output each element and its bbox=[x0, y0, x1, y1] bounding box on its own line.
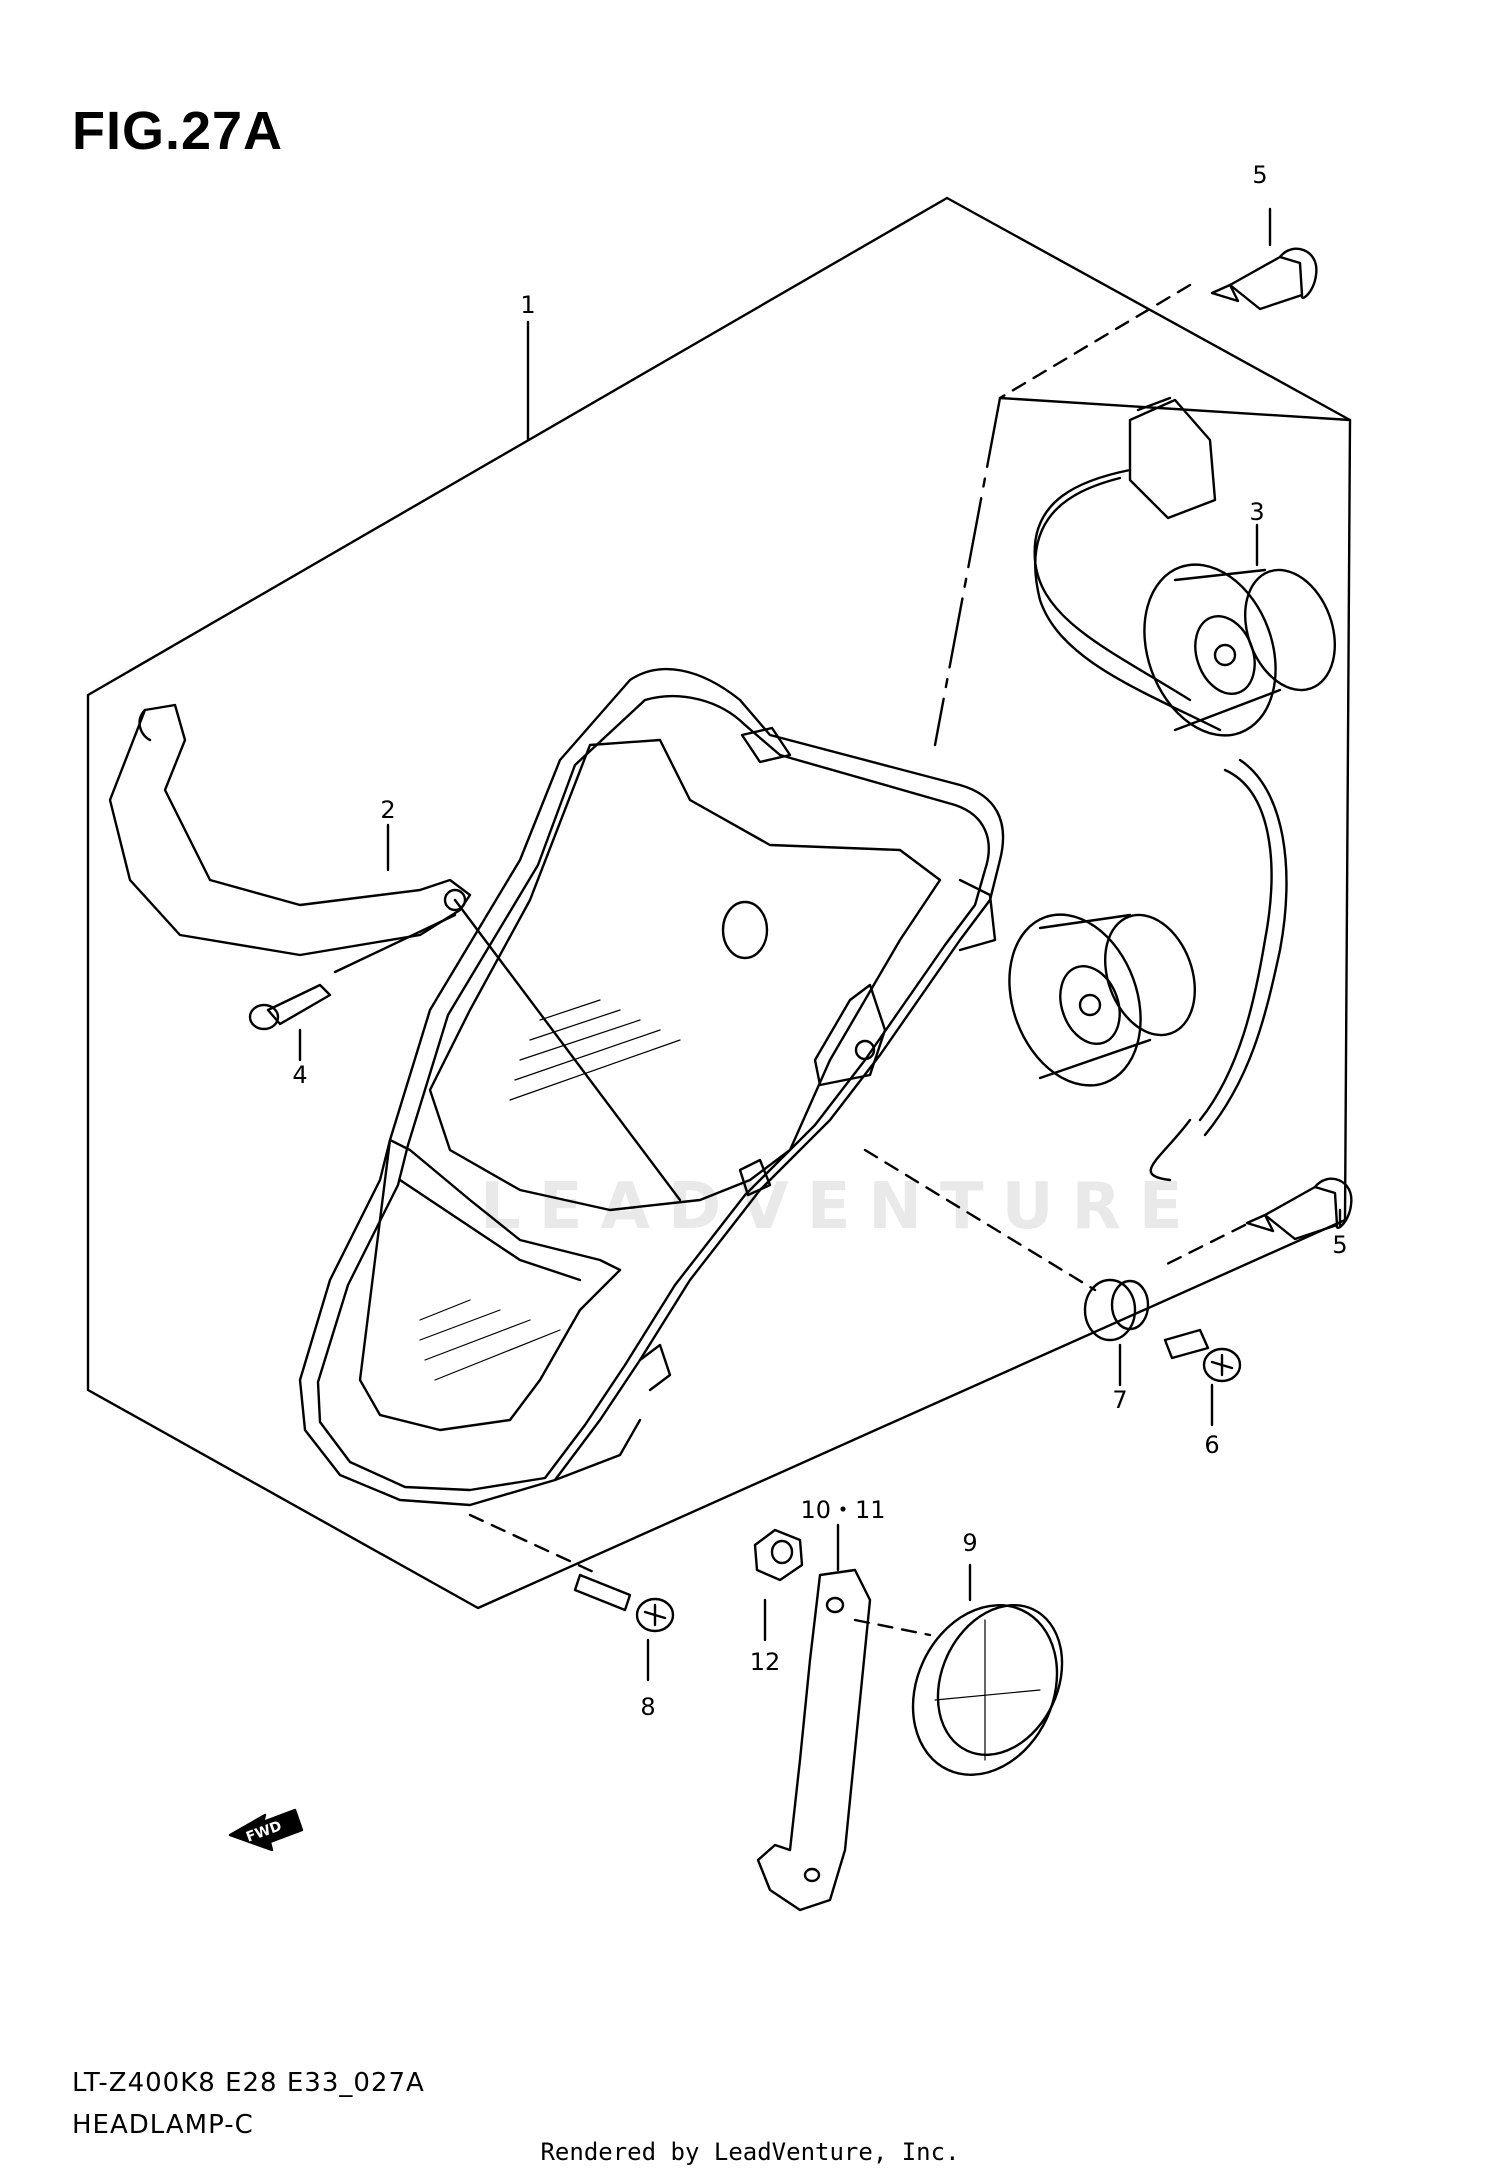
render-credit: Rendered by LeadVenture, Inc. bbox=[540, 2138, 960, 2166]
callout-12: 12 bbox=[749, 1648, 781, 1676]
dash-7 bbox=[863, 1148, 1097, 1292]
callout-10-11: 10・11 bbox=[800, 1496, 886, 1524]
callout-4: 4 bbox=[292, 1061, 308, 1089]
screw-4 bbox=[248, 913, 457, 1031]
dash-lower-bulb bbox=[1163, 1223, 1247, 1267]
callout-7: 7 bbox=[1112, 1386, 1128, 1414]
reflector-9 bbox=[911, 1603, 1064, 1776]
callout-5-lower: 5 bbox=[1332, 1231, 1348, 1259]
assembly-outline bbox=[86, 196, 1352, 1610]
part-name: HEADLAMP-C bbox=[72, 2110, 254, 2140]
dash-9 bbox=[853, 1618, 932, 1637]
callout-2: 2 bbox=[380, 796, 396, 824]
socket-upper bbox=[1143, 563, 1337, 737]
wire-harness bbox=[1033, 396, 1288, 1182]
callout-5-top: 5 bbox=[1252, 161, 1268, 189]
nut-12 bbox=[753, 1528, 804, 1582]
callout-1: 1 bbox=[520, 291, 536, 319]
dash-8 bbox=[468, 1513, 602, 1577]
bolt-8 bbox=[573, 1573, 675, 1633]
callout-3: 3 bbox=[1249, 498, 1265, 526]
lens-hatching bbox=[419, 999, 681, 1381]
grommet-7 bbox=[1083, 1278, 1150, 1342]
headlamp-body bbox=[298, 667, 1005, 1507]
leader-2-dash bbox=[453, 898, 682, 1202]
socket-lower bbox=[1008, 913, 1197, 1087]
callout-9: 9 bbox=[962, 1529, 978, 1557]
callout-8: 8 bbox=[640, 1693, 656, 1721]
model-code: LT-Z400K8 E28 E33_027A bbox=[72, 2068, 425, 2098]
figure-title: FIG.27A bbox=[72, 101, 284, 161]
bulb-lower bbox=[1245, 1177, 1353, 1241]
dash-top bbox=[998, 283, 1192, 400]
fwd-arrow-icon bbox=[228, 1808, 304, 1852]
bracket-2 bbox=[108, 703, 472, 957]
callout-6: 6 bbox=[1204, 1431, 1220, 1459]
socket-group-outline bbox=[998, 396, 1352, 422]
plate-10-11 bbox=[756, 1568, 872, 1912]
bulb-top bbox=[1210, 207, 1318, 311]
bolt-6 bbox=[1163, 1328, 1242, 1383]
